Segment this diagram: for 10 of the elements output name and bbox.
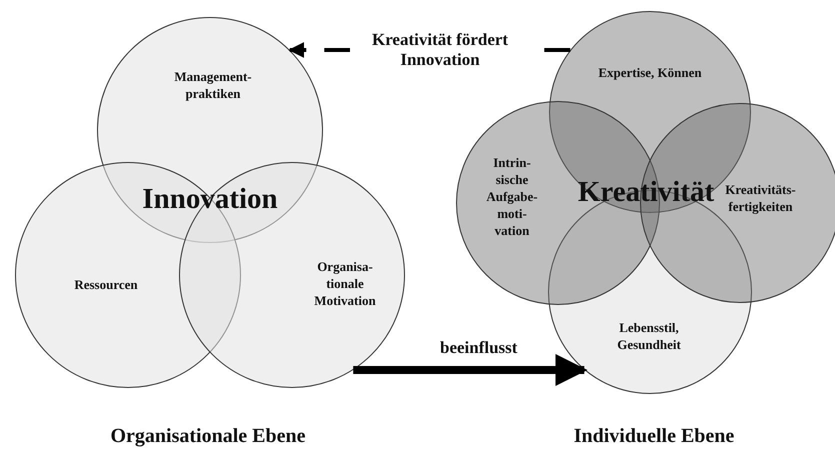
circle-label: Kreativitäts- fertigkeiten — [724, 181, 797, 215]
circle-label: Management- praktiken — [173, 68, 253, 102]
circle-label: Intrin- sische Aufgabe- moti- vation — [485, 154, 539, 239]
circle-label: Lebensstil, Gesundheit — [616, 319, 682, 353]
circle-label: Expertise, Können — [597, 64, 703, 81]
arrow — [353, 354, 588, 386]
level-title: Organisationale Ebene — [110, 425, 306, 448]
level-title: Individuelle Ebene — [574, 425, 734, 448]
circle-label: Organisa- tionale Motivation — [313, 258, 377, 309]
circle-label: Ressourcen — [73, 276, 139, 293]
